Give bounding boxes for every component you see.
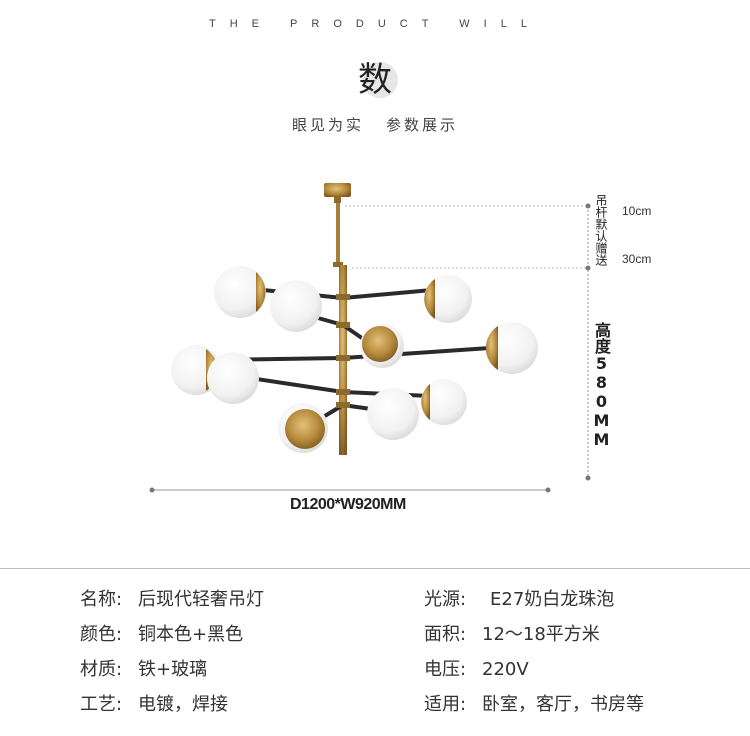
spec-light-source: 光源: E27奶白龙珠泡 — [424, 588, 614, 612]
divider — [0, 568, 750, 569]
subtitle-right: 参数展示 — [386, 116, 459, 134]
rod-bottom-label: 30cm — [622, 252, 652, 266]
tagline: THE PRODUCT WILL — [209, 18, 541, 30]
rod-note: 吊杆默认赠送 — [594, 194, 608, 266]
spec-value: 后现代轻奢吊灯 — [138, 589, 264, 610]
spec-key: 面积: — [424, 624, 467, 645]
spec-key: 适用: — [424, 694, 467, 715]
spec-area: 面积: 12～18平方米 — [424, 623, 600, 647]
spec-key: 电压: — [424, 659, 467, 680]
spec-value: 电镀，焊接 — [138, 694, 228, 715]
spec-key: 工艺: — [80, 694, 123, 715]
height-label: 高度580MM — [592, 322, 611, 449]
spec-value: 铜本色+黑色 — [138, 624, 244, 645]
subtitle: 眼见为实 参数展示 — [0, 114, 750, 135]
spec-name: 名称: 后现代轻奢吊灯 — [80, 588, 264, 612]
spec-value: 卧室，客厅，书房等 — [482, 694, 644, 715]
spec-value: 220V — [482, 659, 529, 680]
spec-value: E27奶白龙珠泡 — [490, 589, 615, 610]
spec-key: 颜色: — [80, 624, 123, 645]
width-label: D1200*W920MM — [290, 496, 406, 513]
spec-voltage: 电压: 220V — [424, 658, 529, 682]
hub-brackets — [336, 294, 350, 408]
chandelier-diagram — [149, 183, 591, 493]
title-circle-decoration — [362, 62, 398, 98]
spec-value: 12～18平方米 — [482, 624, 600, 645]
spec-usage: 适用: 卧室，客厅，书房等 — [424, 693, 644, 717]
spec-key: 材质: — [80, 659, 123, 680]
spec-craft: 工艺: 电镀，焊接 — [80, 693, 228, 717]
rod-top-label: 10cm — [622, 204, 652, 218]
spec-key: 光源: — [424, 589, 467, 610]
spec-color: 颜色: 铜本色+黑色 — [80, 623, 243, 647]
spec-key: 名称: — [80, 589, 123, 610]
dimension-lines — [149, 203, 591, 493]
subtitle-left: 眼见为实 — [291, 116, 364, 134]
globe-lights — [171, 266, 538, 453]
spec-value: 铁+玻璃 — [138, 659, 208, 680]
spec-material: 材质: 铁+玻璃 — [80, 658, 207, 682]
section-title: 数 — [358, 60, 392, 100]
